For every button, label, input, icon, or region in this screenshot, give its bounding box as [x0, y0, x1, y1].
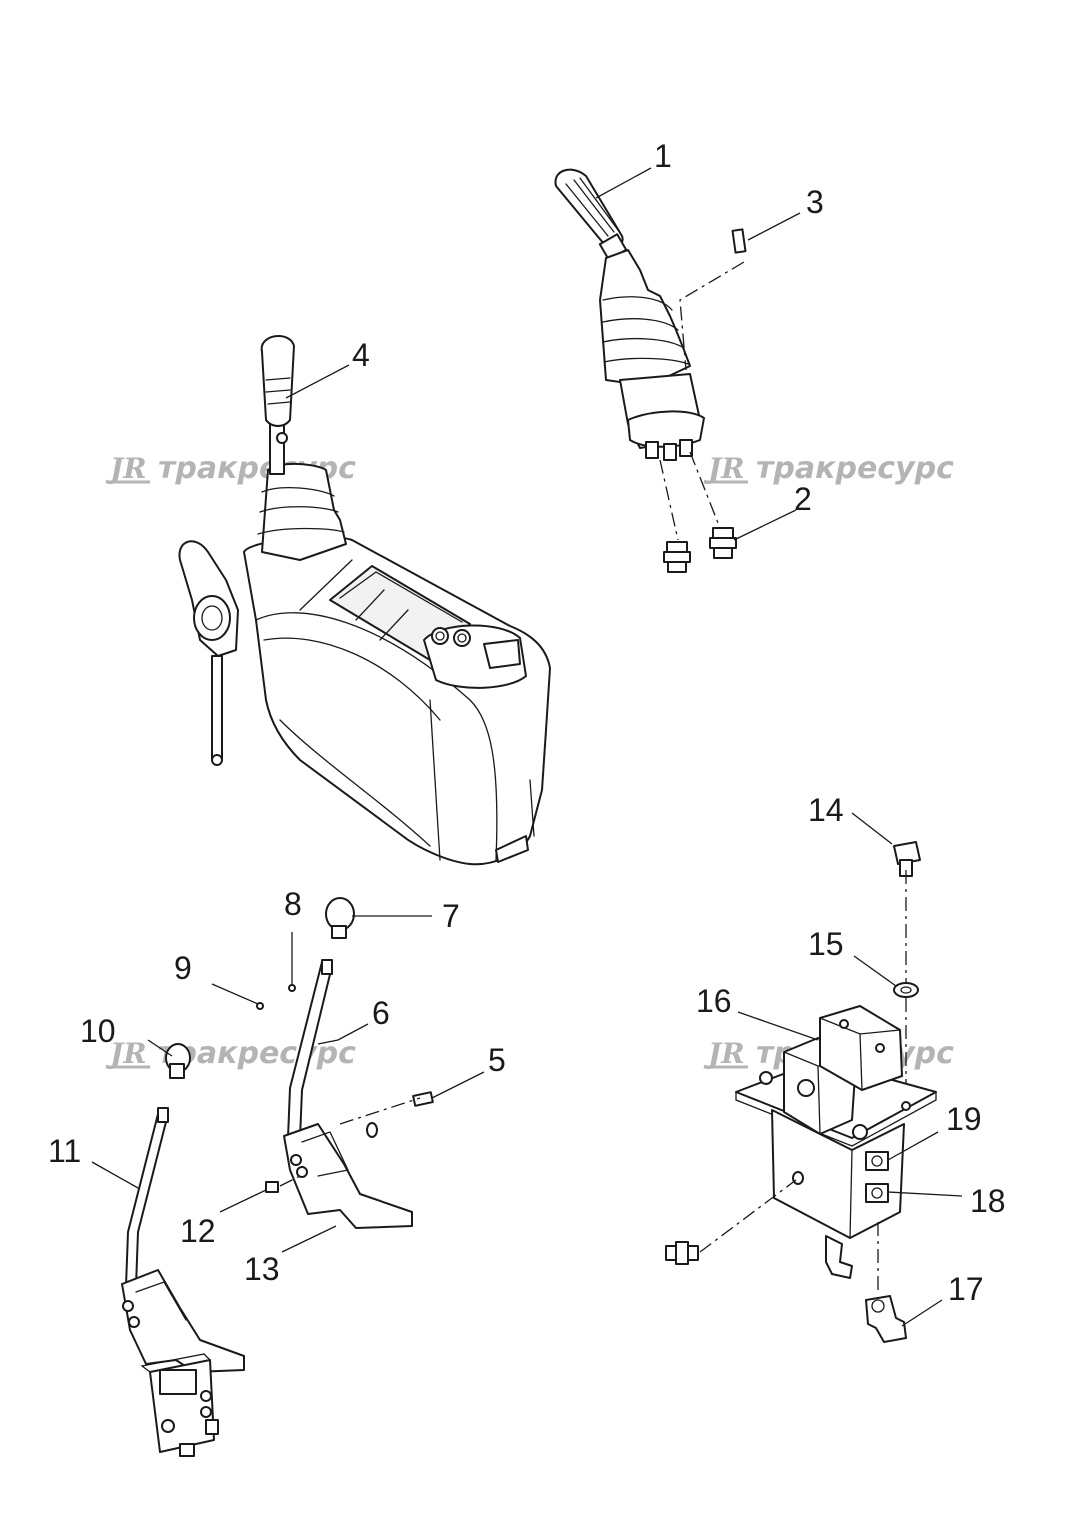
fitting-icon — [665, 1241, 699, 1265]
control-console-icon — [178, 334, 551, 866]
port-fitting-icon — [865, 1151, 889, 1171]
callout-17: 17 — [948, 1271, 984, 1307]
callout-12: 12 — [180, 1213, 216, 1249]
callout-5: 5 — [488, 1042, 506, 1078]
screw-icon — [731, 228, 747, 254]
callout-15: 15 — [808, 926, 844, 962]
fitting-icon — [663, 541, 691, 573]
knob-icon — [165, 1043, 191, 1079]
callout-4: 4 — [352, 337, 370, 373]
watermark-logo: JR — [105, 452, 147, 485]
callout-8: 8 — [284, 886, 302, 922]
callout-2: 2 — [794, 481, 812, 517]
watermark-logo: JR — [105, 1037, 147, 1070]
callout-10: 10 — [80, 1013, 116, 1049]
callout-16: 16 — [696, 983, 732, 1019]
elbow-fitting-icon — [865, 1295, 907, 1343]
callout-7: 7 — [442, 898, 460, 934]
watermark-text: тракресурс — [158, 1036, 356, 1071]
port-fitting-icon — [865, 1183, 889, 1203]
watermark-logo: JR — [703, 452, 745, 485]
callout-13: 13 — [244, 1251, 280, 1287]
watermark-2: JR тракресурс — [703, 451, 954, 486]
callout-6: 6 — [372, 995, 390, 1031]
callout-9: 9 — [174, 950, 192, 986]
washer-icon — [893, 982, 919, 998]
callout-3: 3 — [806, 184, 824, 220]
bolt-icon — [412, 1091, 434, 1107]
nut-icon — [265, 1181, 279, 1193]
pilot-valve-block-icon — [665, 841, 937, 1343]
fitting-icon — [709, 527, 737, 559]
bolt-icon — [893, 841, 921, 877]
leader-lines — [91, 167, 963, 1327]
watermark-text: тракресурс — [756, 451, 954, 486]
watermark-logo: JR — [703, 1037, 745, 1070]
callout-18: 18 — [970, 1183, 1006, 1219]
callout-1: 1 — [654, 138, 672, 174]
watermark-3: JR тракресурс — [105, 1036, 356, 1071]
callout-19: 19 — [946, 1101, 982, 1137]
callout-11: 11 — [48, 1133, 81, 1169]
foot-pedal-icon — [256, 897, 434, 1229]
joystick-valve-icon — [554, 168, 747, 573]
callout-14: 14 — [808, 792, 844, 828]
foot-pedal-valve-icon — [121, 1043, 245, 1457]
knob-icon — [325, 897, 355, 939]
